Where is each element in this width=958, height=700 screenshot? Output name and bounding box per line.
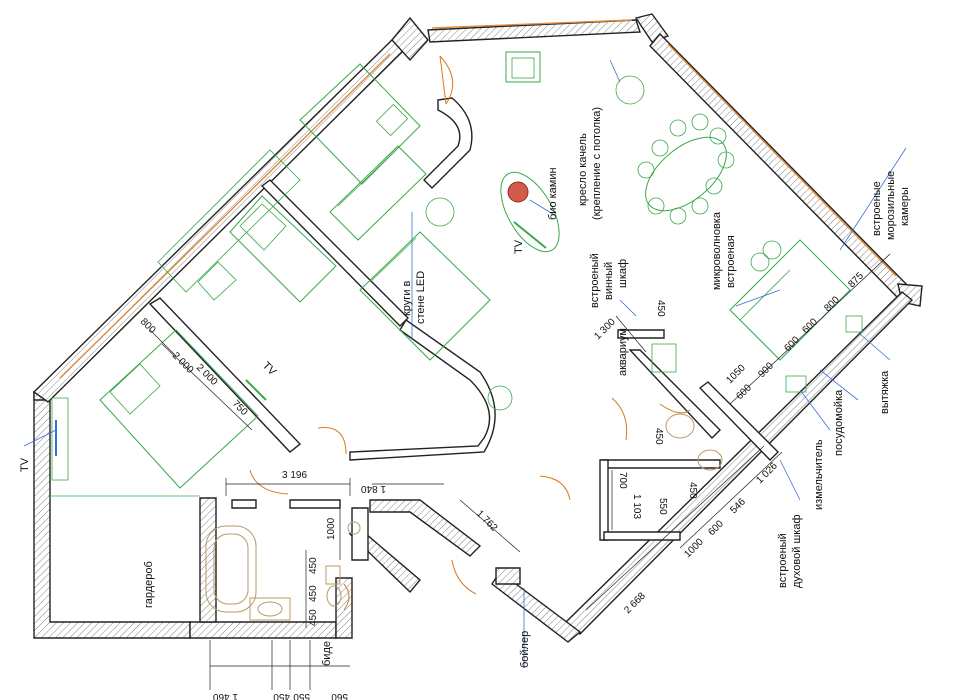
dim-1300: 1 300 [592,316,618,342]
mikro-label-1: микроволновка [711,211,723,290]
dim-600-c: 600 [800,316,820,336]
dim-3196: 3 196 [282,470,307,481]
interior-walls [148,97,779,561]
dim-700: 700 [617,472,628,489]
akvarium-label: аквариум [617,328,629,376]
vinny-label-1: встроеный [589,253,601,308]
dim-550b: 550 [657,498,668,515]
dim-560: 560 [331,691,348,700]
krugi-label-1: круги в [401,280,413,316]
dim-550: 550 [293,691,310,700]
doors [249,55,691,611]
dim-800b: 800 [822,294,842,314]
dim-800: 800 [138,316,158,336]
vinny-label-3: шкаф [617,259,629,288]
dim-2668: 2 668 [622,590,648,616]
dim-1840: 1 840 [361,483,386,494]
dim-1762: 1 762 [474,508,500,534]
bedroom-1 [48,329,259,497]
bio-kamin-label: био камин [547,167,559,220]
moroz-label-1: встроеные [871,181,883,236]
dim-450-e: 450 [655,300,666,317]
dim-1460: 1 460 [213,691,238,700]
kreslo-label-1: кресло качель [577,133,589,206]
krugi-label-2: стене LED [415,271,427,324]
izmelchitel-label: измельчитель [813,439,825,510]
posudomoyka-label: посудомойка [833,389,845,456]
duhovoy-label-2: духовой шкаф [791,515,803,589]
dim-450-b: 450 [308,585,319,602]
boiler-label: бойлер [519,631,531,668]
dim-1000-k: 1000 [682,536,706,560]
dim-450-f: 450 [653,428,664,445]
moroz-label-3: камеры [899,187,911,226]
vinny-label-2: винный [603,262,615,300]
dim-1103: 1 103 [631,494,642,519]
dim-450-c: 450 [308,609,319,626]
dim-450-a: 450 [308,557,319,574]
bide-label: биде [321,641,333,666]
dim-450-d: 450 [273,691,290,700]
dim-600-d: 600 [706,518,726,538]
dimension-lines [149,253,891,690]
room-labels: TV TV TV гардероб бойлер биде аквариум б… [19,107,911,668]
kitchen [651,239,863,393]
bathroom [205,413,723,621]
bedroom-2 [157,149,337,401]
tv-bedroom-label: TV [260,360,279,379]
dim-600-b: 600 [782,334,802,354]
windows [59,19,897,379]
dim-600-a: 600 [734,382,754,402]
vytyazhka-label: вытяжка [879,370,891,414]
dim-875: 875 [846,270,866,290]
dim-1050: 1050 [724,362,748,386]
moroz-label-2: морозильные [885,171,897,240]
kreslo-label-2: (крепление с потолка) [591,107,603,220]
tv-left-label: TV [19,457,31,472]
dim-1026: 1 026 [754,460,780,486]
leader-lines [23,59,907,668]
dim-450-g: 450 [687,482,698,499]
mikro-label-2: встроеная [725,235,737,288]
duhovoy-label-1: встроеный [777,533,789,588]
living-room [299,51,645,411]
garderob-label: гардероб [143,561,155,608]
dining-area [637,113,735,225]
tv-center-label: TV [513,239,525,254]
dim-1000-bath: 1000 [326,517,337,540]
